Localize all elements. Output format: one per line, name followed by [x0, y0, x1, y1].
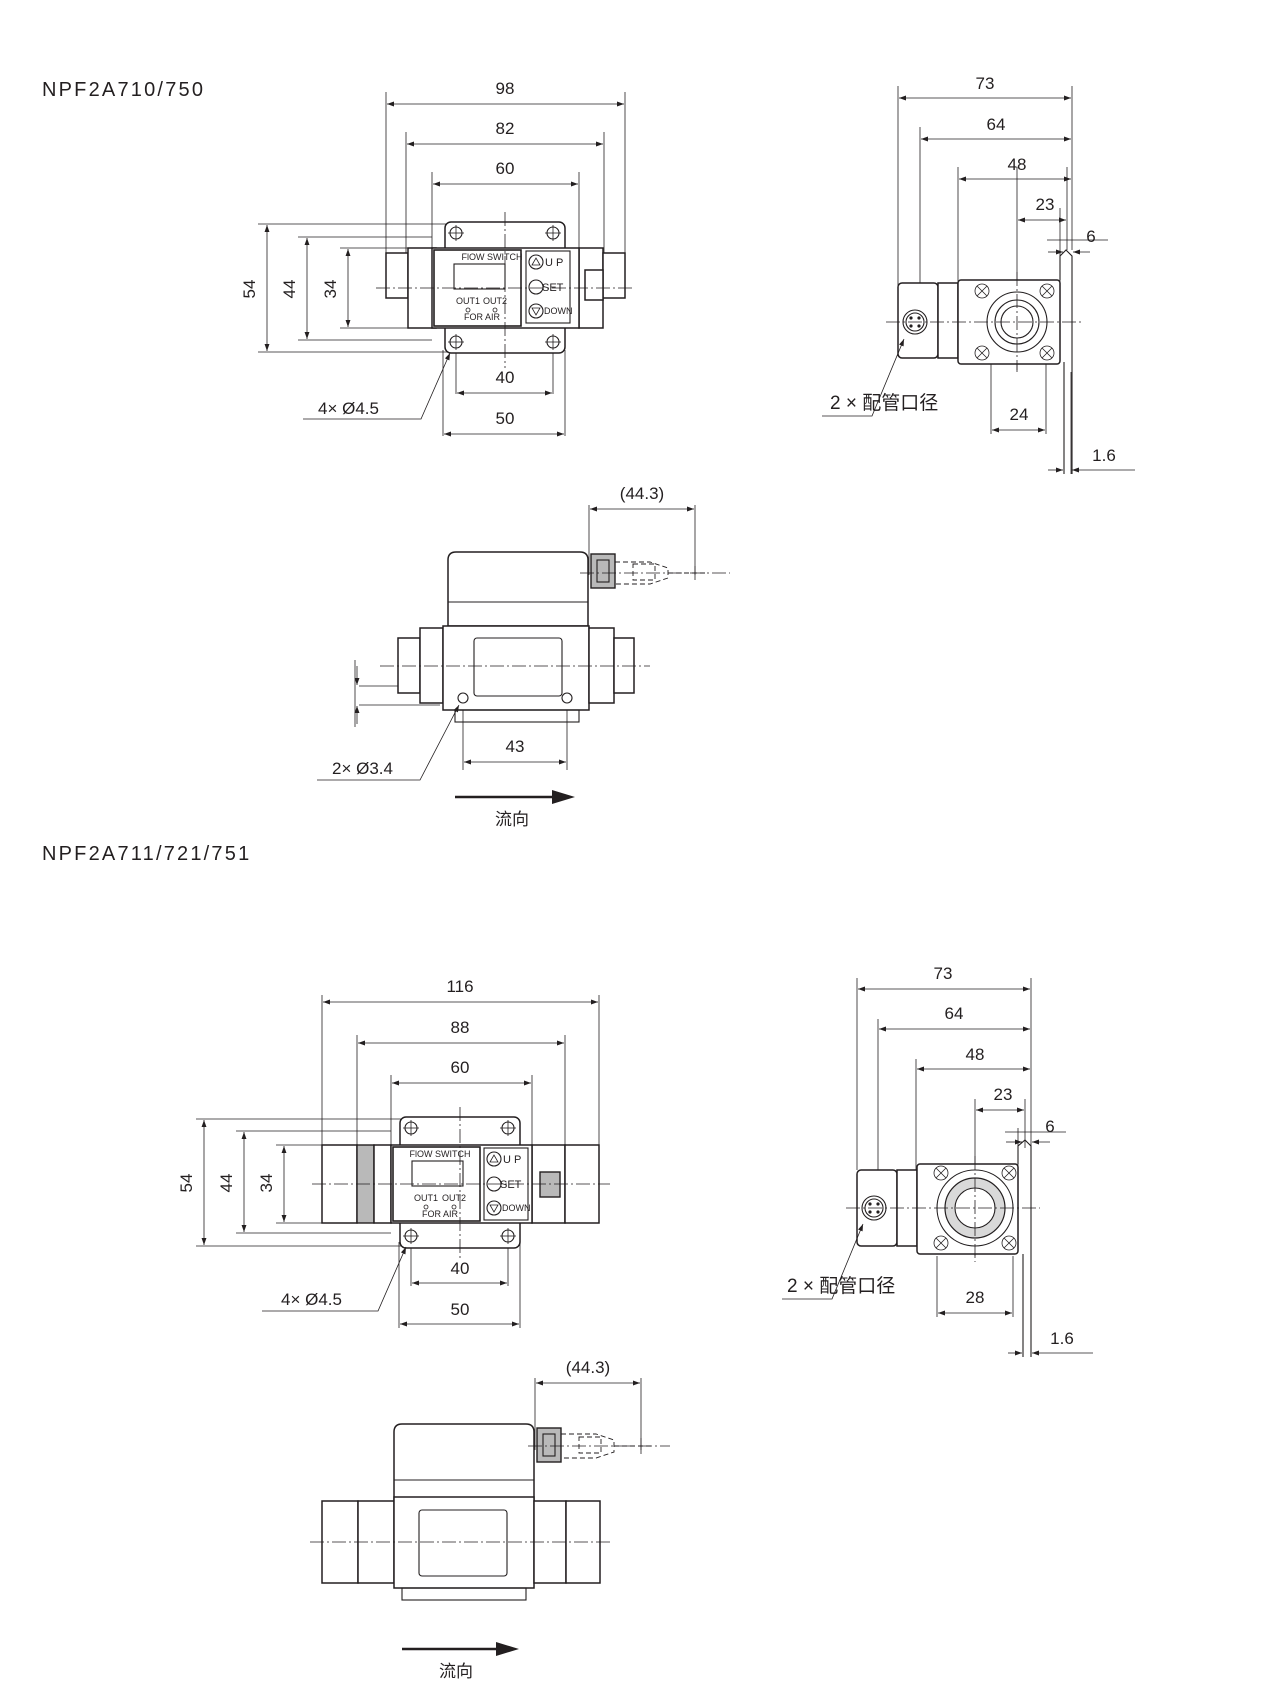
flow-body: [442, 625, 590, 711]
dim-mid: 82: [496, 119, 515, 138]
dim-1-6: 1.6: [1050, 1329, 1074, 1348]
panel-title: FlOW SWITCH: [410, 1149, 471, 1159]
panel-up: U P: [545, 257, 563, 269]
bottom-view-2: (44.3) 流向: [310, 1358, 670, 1681]
connector-housing: [897, 282, 939, 359]
dim-h-outer: 54: [177, 1174, 196, 1193]
dim-48: 48: [1008, 155, 1027, 174]
dim-h-outer: 54: [240, 280, 259, 299]
dim-h-inner: 34: [321, 280, 340, 299]
dim-1-6: 1.6: [1092, 446, 1116, 465]
dim-6: 6: [1045, 1117, 1054, 1136]
down-button-icon: [528, 303, 544, 319]
electronics-housing: [393, 1423, 535, 1507]
panel-down: DOWN: [502, 1203, 531, 1213]
panel-for-air: FOR AIR: [422, 1209, 459, 1219]
hole-note-2: 2× Ø3.4: [332, 759, 393, 778]
screw-icons: [933, 1165, 1017, 1251]
bracket: [1017, 1139, 1032, 1357]
dim-64: 64: [987, 115, 1006, 134]
dim-hole-pitch: 40: [496, 368, 515, 387]
connector-dim: (44.3): [620, 484, 664, 503]
up-button-icon: [528, 254, 544, 270]
panel-down: DOWN: [544, 306, 573, 316]
panel-up: U P: [503, 1154, 521, 1166]
up-button-icon: [486, 1151, 502, 1167]
connector-dim: (44.3): [566, 1358, 610, 1377]
panel-for-air: FOR AIR: [464, 312, 501, 322]
screw-icons: [974, 283, 1055, 361]
hole-note: 4× Ø4.5: [318, 399, 379, 418]
port-note: 2 × 配管口径: [830, 392, 938, 414]
dim-overall: 98: [496, 79, 515, 98]
dim-h-mid: 44: [280, 280, 299, 299]
side-view-2: 73 64 48 23 6 28 1.6 2 × 配管口径: [782, 964, 1093, 1357]
dim-h-inner: 34: [257, 1174, 276, 1193]
dim-plate: 50: [496, 409, 515, 428]
dim-48: 48: [966, 1045, 985, 1064]
dim-64: 64: [945, 1004, 964, 1023]
flow-label: 流向: [495, 810, 529, 829]
flow-body: [393, 1496, 535, 1589]
mount-hole-icon: [457, 692, 469, 704]
hole-note: 4× Ø4.5: [281, 1290, 342, 1309]
dim-hole-pitch: 40: [451, 1259, 470, 1278]
panel-title: FlOW SWITCH: [462, 252, 523, 262]
panel-set: SET: [500, 1179, 522, 1191]
dim-body: 60: [496, 159, 515, 178]
set-button-icon: [528, 279, 544, 295]
model-title-2: NPF2A711/721/751: [42, 843, 252, 865]
front-view-1: 98 82 60 54 44 34 40 50 FlOW SWITCH OUT1…: [240, 79, 634, 437]
dim-plate: 50: [451, 1300, 470, 1319]
dim-73: 73: [976, 74, 995, 93]
flow-arrow-icon: [552, 790, 575, 804]
connector-plug: [590, 553, 616, 589]
electronics-housing: [447, 551, 589, 627]
dim-28: 28: [966, 1288, 985, 1307]
dim-23: 23: [994, 1085, 1013, 1104]
flow-label: 流向: [439, 1662, 473, 1681]
dim-body: 60: [451, 1058, 470, 1077]
side-view-1: 73 64 48 23 6 24 1.6 2 × 配管口径: [822, 74, 1135, 474]
bottom-view-1: (44.3) 43 2× Ø3.4 流向: [317, 484, 730, 829]
bracket: [1059, 249, 1073, 474]
panel-out1: OUT1: [456, 296, 480, 306]
dim-24: 24: [1010, 405, 1029, 424]
dim-43: 43: [506, 737, 525, 756]
down-button-icon: [486, 1200, 502, 1216]
flow-arrow-icon: [496, 1642, 519, 1656]
dim-23: 23: [1036, 195, 1055, 214]
dim-73: 73: [934, 964, 953, 983]
front-view-2: 116 88 60 54 44 34 40 50 FlOW SWITCH OUT…: [177, 977, 610, 1328]
panel-out1: OUT1: [414, 1193, 438, 1203]
panel-out2: OUT2: [442, 1193, 466, 1203]
panel-out2: OUT2: [483, 296, 507, 306]
connector-plug: [536, 1427, 562, 1463]
dim-h-mid: 44: [217, 1174, 236, 1193]
dim-mid: 88: [451, 1018, 470, 1037]
dim-6: 6: [1086, 227, 1095, 246]
port-note: 2 × 配管口径: [787, 1275, 895, 1297]
dim-overall: 116: [446, 977, 473, 996]
model-title-1: NPF2A710/750: [42, 79, 206, 101]
